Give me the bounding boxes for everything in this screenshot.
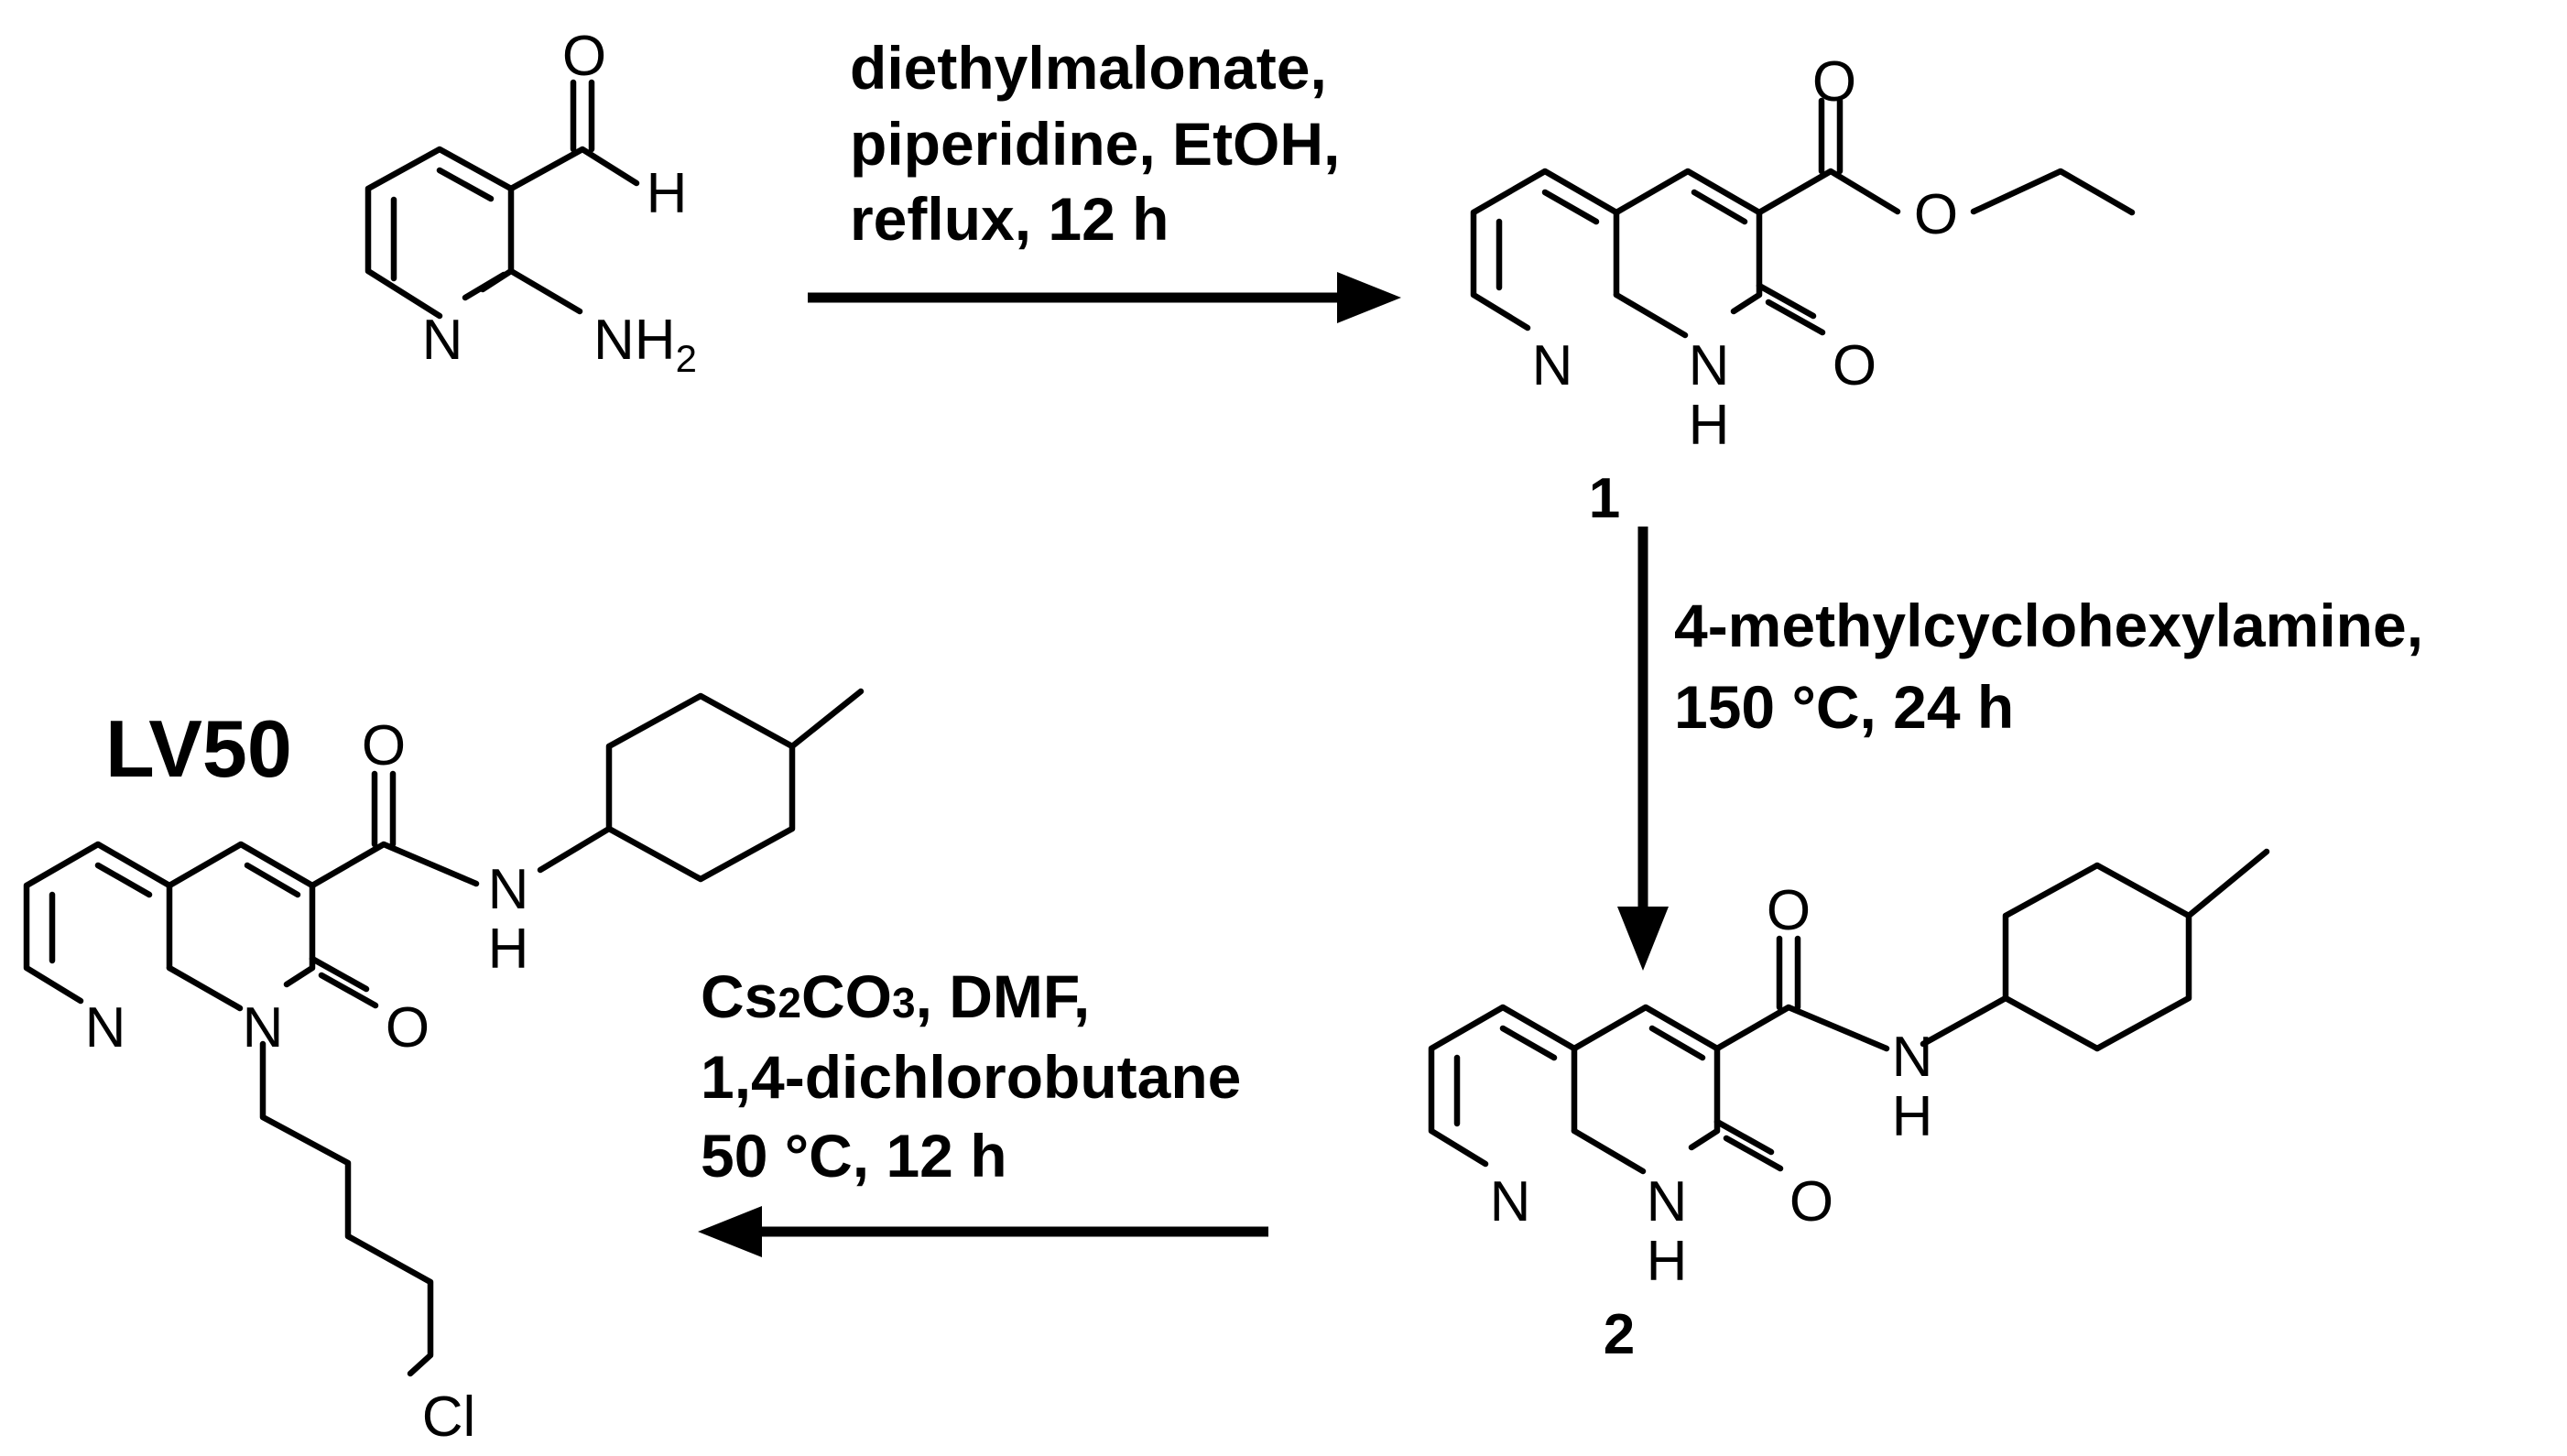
lv50-carbonyl-o-label: O: [386, 996, 430, 1059]
step3-line2: 1,4-dichlorobutane: [701, 1043, 1241, 1111]
lv50-cl-label: Cl: [422, 1385, 476, 1449]
atom-n-label: N: [422, 309, 463, 372]
c1-nh-n-label: N: [1689, 334, 1730, 397]
atom-o-label: O: [562, 25, 606, 88]
c2-amide-h-label: H: [1892, 1085, 1933, 1148]
product-lv50-structure: LV50 N N O O N H Cl: [23, 688, 865, 1449]
c1-carbonyl-o-label: O: [1833, 334, 1876, 397]
c2-amide-n-label: N: [1892, 1026, 1933, 1089]
step3-conditions: Cs2CO3, DMF, 1,4-dichlorobutane 50 °C, 1…: [701, 962, 1241, 1190]
step1-line1: diethylmalonate,: [850, 34, 1327, 102]
step3-arrow: [698, 1206, 1268, 1257]
lv50-alkyl-n-label: N: [243, 996, 284, 1059]
c2-nh-n-label: N: [1647, 1170, 1688, 1233]
c1-ester-o2-label: O: [1914, 183, 1958, 246]
lv50-amide-o-label: O: [362, 714, 406, 777]
amine-nh-label: NH2: [593, 309, 697, 380]
c1-nh-h-label: H: [1689, 394, 1730, 457]
compound-1-structure: N N H O O O 1: [1470, 50, 2136, 530]
compound-2-structure: N N H O O N H 2: [1428, 848, 2270, 1366]
c1-ring-n-label: N: [1532, 334, 1573, 397]
compound-2-label: 2: [1604, 1303, 1635, 1366]
step2-arrow: [1617, 527, 1669, 971]
step1-line3: reflux, 12 h: [850, 185, 1169, 253]
step1-conditions: diethylmalonate, piperidine, EtOH, reflu…: [850, 34, 1340, 253]
c2-ring-n-label: N: [1490, 1170, 1531, 1233]
step3-line3: 50 °C, 12 h: [701, 1122, 1007, 1190]
step2-line2: 150 °C, 24 h: [1674, 673, 2014, 741]
c1-ester-o-label: O: [1812, 50, 1856, 114]
step2-line1: 4-methylcyclohexylamine,: [1674, 592, 2423, 659]
step1-arrow: [808, 272, 1401, 323]
atom-h-label: H: [647, 162, 688, 225]
lv50-ring-n-label: N: [85, 996, 126, 1059]
lv50-amide-h-label: H: [488, 918, 529, 981]
c2-amide-o-label: O: [1767, 879, 1811, 942]
step3-line1: Cs2CO3, DMF,: [701, 962, 1090, 1030]
c2-carbonyl-o-label: O: [1789, 1170, 1833, 1233]
step2-conditions: 4-methylcyclohexylamine, 150 °C, 24 h: [1674, 592, 2423, 741]
lv50-amide-n-label: N: [488, 858, 529, 921]
product-name: LV50: [105, 703, 292, 794]
compound-1-label: 1: [1589, 467, 1620, 530]
step1-line2: piperidine, EtOH,: [850, 110, 1340, 178]
c2-nh-h-label: H: [1647, 1230, 1688, 1293]
starting-material-aminopyridine-aldehyde: N O H NH2: [364, 25, 697, 380]
